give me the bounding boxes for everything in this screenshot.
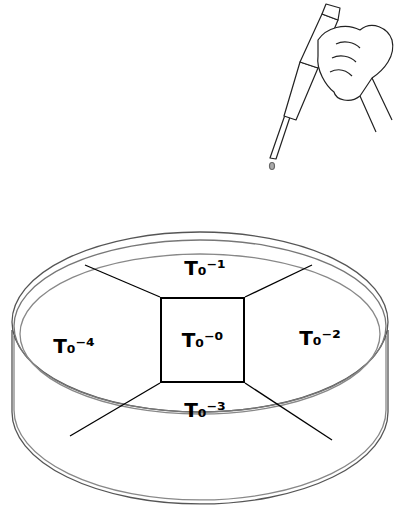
finger-line: [330, 70, 352, 76]
region-label: T₀⁻¹: [184, 256, 226, 280]
hand: [318, 25, 393, 100]
dish-floor: [20, 254, 380, 414]
region-label: T₀⁻²: [299, 326, 341, 350]
sample-label: T₀⁻⁰: [182, 328, 224, 352]
finger-line: [336, 42, 360, 48]
sample-square: T₀⁻⁰: [160, 297, 245, 383]
divider-line: [70, 383, 160, 436]
pipette-tip: [270, 112, 291, 159]
dish-rim-inner: [14, 240, 386, 412]
divider-line: [245, 265, 312, 297]
finger-line: [332, 56, 356, 62]
region-label: T₀⁻³: [184, 398, 226, 422]
dish-rim: [12, 232, 388, 412]
pipette-hand: [270, 4, 393, 170]
wrist: [360, 78, 392, 132]
region-label: T₀⁻⁴: [53, 334, 95, 358]
divider-line: [245, 383, 332, 440]
divider-line: [85, 265, 160, 297]
pipette-plunger: [322, 4, 340, 20]
pipette-barrel: [284, 62, 318, 120]
drop: [270, 163, 275, 170]
